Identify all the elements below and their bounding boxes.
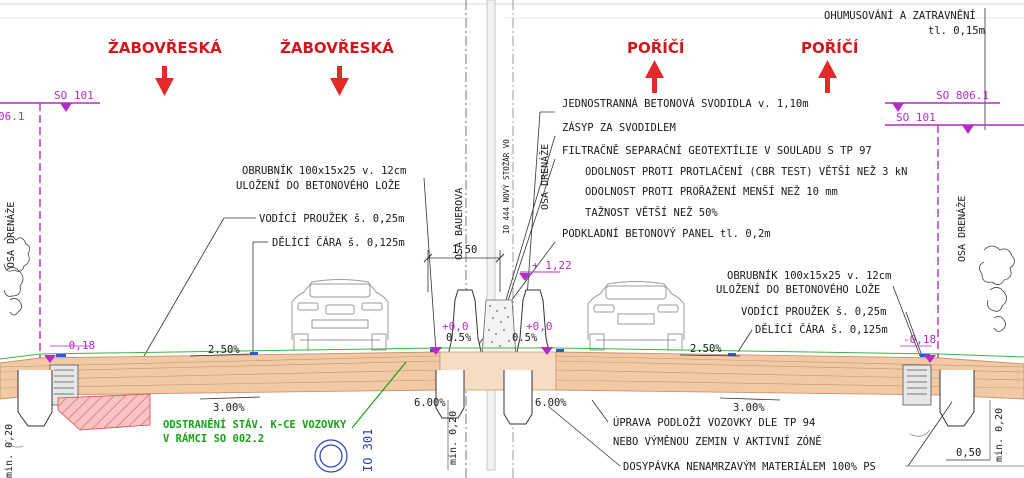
note-panel: PODKLADNÍ BETONOVÝ PANEL tl. 0,2m: [562, 227, 771, 240]
slope-250-right: 2.50%: [690, 343, 722, 355]
note-uprava-2: NEBO VÝMĚNOU ZEMIN V AKTIVNÍ ZÓNĚ: [613, 435, 822, 448]
dim-min020-right: min. 0,20: [994, 408, 1005, 462]
note-taznost: TAŽNOST VĚTŠÍ NEŽ 50%: [585, 206, 718, 219]
axis-label-bauerova: OSA BAUEROVA: [454, 188, 465, 260]
note-obrubnik-right-2: ULOŽENÍ DO BETONOVÉHO LOŽE: [716, 283, 880, 296]
removal-hatch-area: [57, 393, 151, 431]
note-delici-left: DĚLÍCÍ ČÁRA š. 0,125m: [272, 236, 405, 249]
foundations: [17, 370, 975, 427]
io-301-marker: IO 301: [314, 429, 375, 473]
direction-label-left-1: ŽABOVŘESKÁ: [108, 38, 222, 57]
right-annotations: OBRUBNÍK 100x15x25 v. 12cm ULOŽENÍ DO BE…: [716, 269, 923, 357]
slope-labels: 2.50% 2.50% 3.00% 3.00% 6.00% 6.00% 0.5%…: [189, 332, 781, 414]
note-humus-2: tl. 0,15m: [928, 25, 985, 37]
level-markers: -0,18 -0,18 +0,0 +0,0: [44, 320, 936, 363]
slope-600-left: 6.00%: [414, 397, 446, 409]
so-marker-right: SO 806.1 SO 101: [885, 89, 1024, 362]
note-uprava-1: ÚPRAVA PODLOŽÍ VOZOVKY DLE TP 94: [613, 416, 815, 429]
note-odstraneni-1: ODSTRANĚNÍ STÁV. K-CE VOZOVKY: [163, 418, 347, 431]
car-right: [587, 281, 685, 351]
so-left-partial-label: 06.1: [0, 110, 25, 123]
dimension-1-50: 1,50: [423, 244, 505, 292]
slope-05-right: 0.5%: [512, 332, 538, 344]
slope-250-left: 2.50%: [208, 344, 240, 356]
note-delici-right: DĚLÍCÍ ČÁRA š. 0,125m: [755, 323, 888, 336]
lamp-pole: [486, 0, 496, 471]
arrow-down-icon: [155, 66, 174, 96]
drain-right: [902, 364, 932, 406]
arrow-up-icon: [645, 60, 664, 93]
so-right-top-label: SO 806.1: [936, 89, 989, 102]
height-marker-122: + 1,22: [519, 259, 572, 281]
note-vodici-left: VODÍCÍ PROUŽEK š. 0,25m: [259, 212, 404, 225]
slope-300-right: 3.00%: [733, 402, 765, 414]
dim-width-150: 1,50: [452, 244, 477, 256]
dim-min020-left: min. 0,20: [448, 411, 459, 465]
note-obrubnik-right-1: OBRUBNÍK 100x15x25 v. 12cm: [727, 269, 891, 282]
note-odstraneni-2: V RÁMCI SO 002.2: [163, 432, 264, 445]
dimension-0-50: 0,50: [946, 447, 990, 461]
dim-height-122: + 1,22: [532, 259, 572, 272]
gravel-fill-pattern: [488, 305, 510, 347]
note-svodidla: JEDNOSTRANNÁ BETONOVÁ SVODIDLA v. 1,10m: [562, 97, 809, 110]
axis-label-stozar: IO 444 NOVÝ STOŽÁR VO: [502, 139, 511, 234]
note-humus-1: OHUMUSOVÁNÍ A ZATRAVNĚNÍ: [824, 9, 976, 22]
io-301-label: IO 301: [361, 429, 375, 472]
so-marker-left: SO 101 06.1: [0, 89, 100, 362]
note-odolnost-2: ODOLNOST PROTI PROŘAŽENÍ MENŠÍ NEŽ 10 mm: [585, 185, 838, 198]
direction-label-right-1: POŘÍČÍ: [627, 38, 685, 57]
axis-label-drenaze-left: OSA DRENÁŽE: [4, 202, 17, 268]
concrete-barrier: [447, 289, 551, 357]
dim-050: 0,50: [956, 447, 981, 459]
note-odolnost-1: ODOLNOST PROTI PROTLAČENÍ (CBR TEST) VĚT…: [585, 165, 907, 178]
car-left: [291, 279, 389, 351]
arrow-down-icon: [330, 66, 349, 96]
level-p00-left: +0,0: [442, 320, 469, 333]
so-left-label: SO 101: [54, 89, 94, 102]
level-m018-left: -0,18: [62, 339, 95, 352]
central-notes: JEDNOSTRANNÁ BETONOVÁ SVODIDLA v. 1,10m …: [469, 97, 907, 357]
axis-label-drenaze-right: OSA DRENÁŽE: [955, 196, 968, 262]
dim-min020-edge: min. 0,20: [4, 424, 15, 478]
shrub-left-icon: [3, 235, 30, 316]
surface-line: [0, 347, 1024, 360]
slope-300-left: 3.00%: [213, 402, 245, 414]
note-dosypavka: DOSYPÁVKA NENAMRZAVÝM MATERIÁLEM 100% PS: [623, 460, 876, 473]
so-right-label: SO 101: [896, 111, 936, 124]
note-zasyp: ZÁSYP ZA SVODIDLEM: [562, 121, 676, 134]
note-obrubnik-left-2: ULOŽENÍ DO BETONOVÉHO LOŽE: [236, 179, 400, 192]
slope-600-right: 6.00%: [535, 397, 567, 409]
shrub-right-icon: [979, 245, 1015, 332]
removal-note: ODSTRANĚNÍ STÁV. K-CE VOZOVKY V RÁMCI SO…: [163, 361, 407, 445]
arrow-up-icon: [818, 60, 837, 93]
note-geotextilie: FILTRAČNĚ SEPARAČNÍ GEOTEXTÍLIE V SOULAD…: [562, 144, 872, 157]
level-p00-right: +0,0: [526, 320, 553, 333]
note-obrubnik-left-1: OBRUBNÍK 100x15x25 v. 12cm: [242, 164, 406, 177]
subgrade-notes: ÚPRAVA PODLOŽÍ VOZOVKY DLE TP 94 NEBO VÝ…: [547, 399, 1024, 473]
direction-label-right-2: POŘÍČÍ: [801, 38, 859, 57]
level-m018-right: -0,18: [903, 333, 936, 346]
left-annotations: OBRUBNÍK 100x15x25 v. 12cm ULOŽENÍ DO BE…: [143, 164, 437, 357]
note-vodici-right: VODÍCÍ PROUŽEK š. 0,25m: [741, 305, 886, 318]
direction-label-left-2: ŽABOVŘESKÁ: [280, 38, 394, 57]
slope-05-left: 0.5%: [446, 332, 472, 344]
